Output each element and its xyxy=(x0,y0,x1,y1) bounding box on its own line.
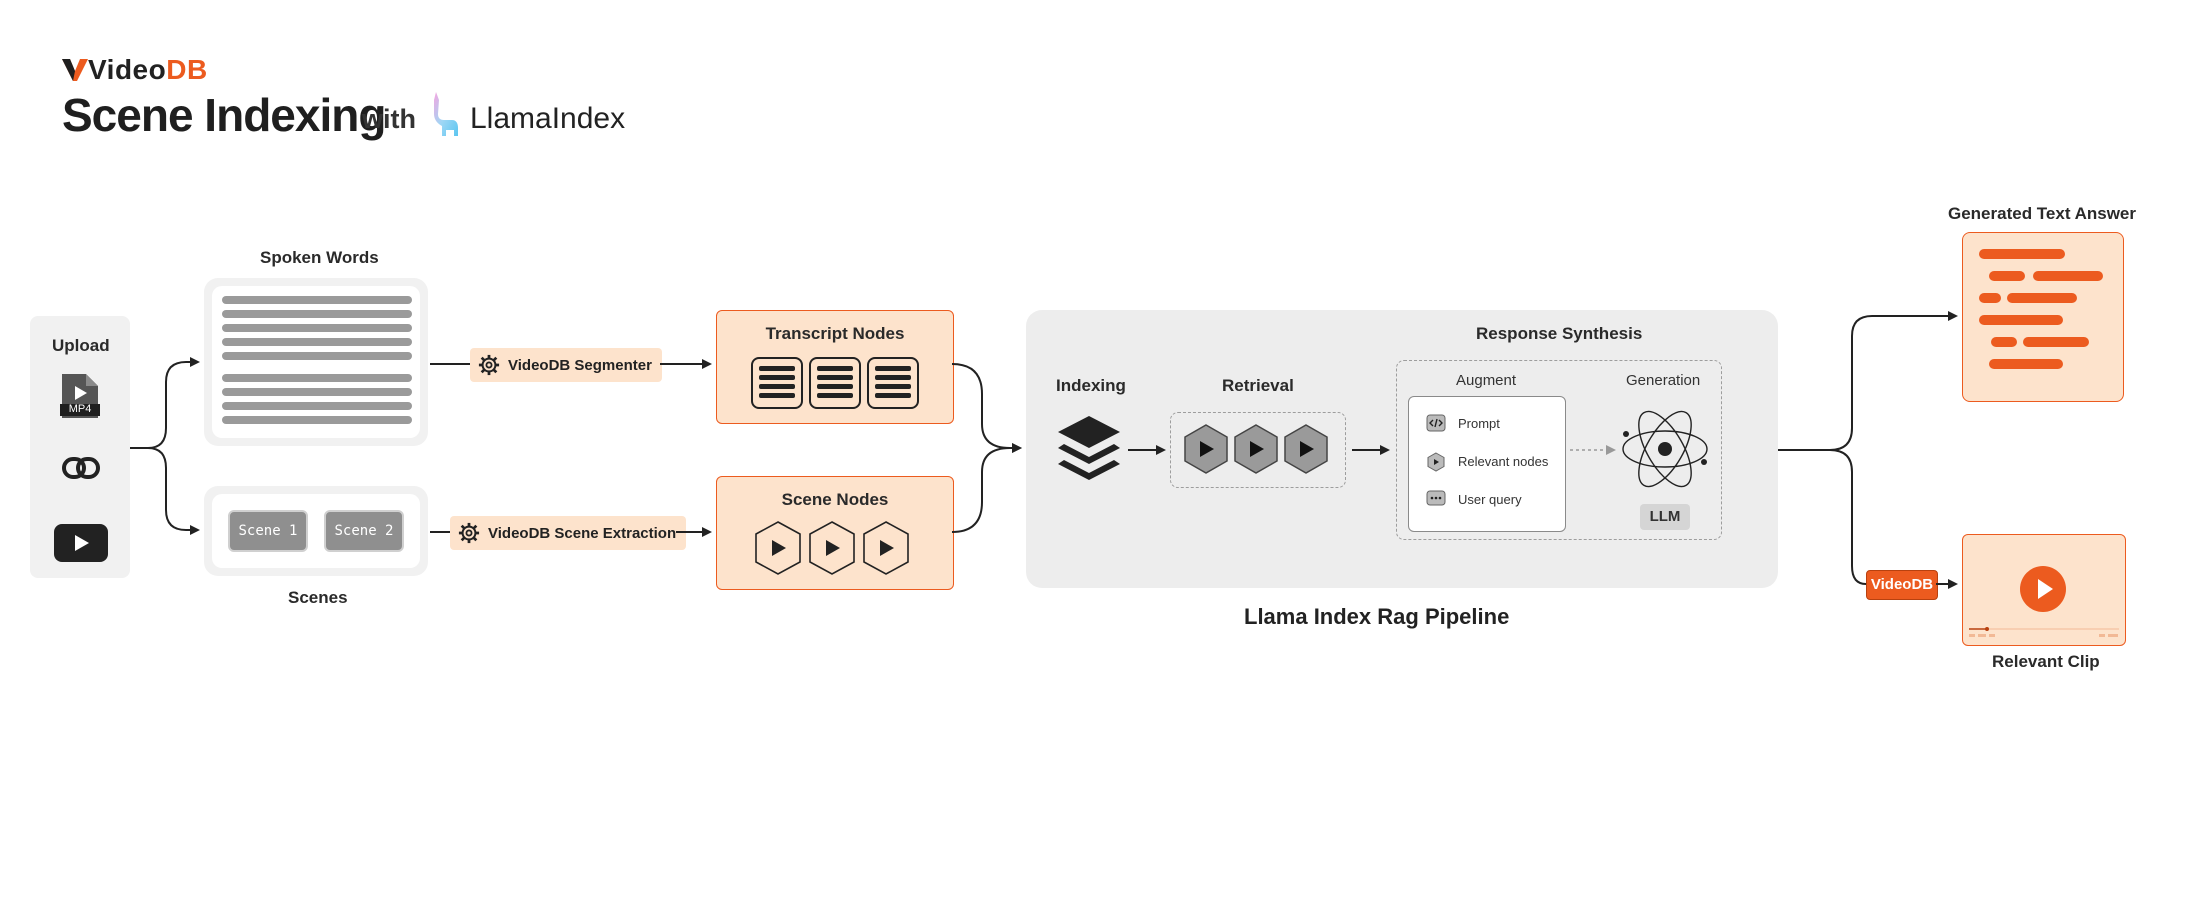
page-title: Scene Indexing xyxy=(62,89,386,141)
augment-item-user-query: User query xyxy=(1458,492,1522,507)
llm-badge: LLM xyxy=(1640,504,1690,530)
retrieved-node-icons xyxy=(1184,424,1328,474)
scene-nodes-box xyxy=(716,476,954,590)
upload-to-scenes-arrow xyxy=(130,447,200,535)
videodb-logo-icon xyxy=(62,59,88,81)
segmenter-label: VideoDB Segmenter xyxy=(508,356,652,374)
augment-item-prompt: Prompt xyxy=(1458,416,1500,431)
retrieved-node-icon xyxy=(1184,424,1228,474)
relevant-clip-card[interactable] xyxy=(1962,534,2126,646)
upload-to-spoken-arrow xyxy=(130,357,200,449)
scene-tile: Scene 1 xyxy=(228,510,308,552)
chat-bubble-icon xyxy=(1426,490,1446,506)
gear-icon xyxy=(458,522,480,544)
title-with: with xyxy=(362,104,416,134)
play-button-icon[interactable] xyxy=(2019,565,2067,613)
transcript-node-icons xyxy=(751,357,919,409)
llamaindex-wordmark: LlamaIndex xyxy=(470,102,626,135)
llama-icon xyxy=(434,92,458,136)
upload-label: Upload xyxy=(52,336,110,355)
retrieval-box xyxy=(1170,412,1346,488)
brand-prefix: Video xyxy=(88,54,167,85)
youtube-icon[interactable] xyxy=(54,524,108,562)
gear-icon xyxy=(478,354,500,376)
pipeline-label: Llama Index Rag Pipeline xyxy=(1244,604,1510,629)
scene-nodes-to-pipeline-arrow xyxy=(951,443,1022,533)
scenes-label: Scenes xyxy=(288,588,348,607)
videodb-logo: VideoDB xyxy=(62,54,208,86)
layers-icon xyxy=(1058,416,1120,480)
scene-node-icon xyxy=(755,521,801,575)
augment-item-relevant-nodes: Relevant nodes xyxy=(1458,454,1549,469)
retrieval-label: Retrieval xyxy=(1222,376,1294,395)
generation-label: Generation xyxy=(1626,372,1701,389)
scene-node-icon xyxy=(809,521,855,575)
augment-label: Augment xyxy=(1456,372,1517,389)
scene-extraction-pill: VideoDB Scene Extraction xyxy=(450,516,687,550)
transcript-document xyxy=(212,286,420,438)
pipeline-to-answer-arrow xyxy=(1778,311,1958,451)
scene-nodes-label: Scene Nodes xyxy=(781,490,889,509)
node-icon xyxy=(1427,452,1445,472)
atom-icon xyxy=(1622,410,1708,488)
retrieved-node-icon xyxy=(1284,424,1328,474)
transcript-to-pipeline-arrow xyxy=(951,363,1022,453)
link-icon[interactable] xyxy=(62,456,100,480)
response-synthesis-label: Response Synthesis xyxy=(1476,324,1643,343)
response-synthesis-box xyxy=(1396,360,1722,540)
scene-extraction-label: VideoDB Scene Extraction xyxy=(488,524,677,542)
transcript-node-icon xyxy=(751,357,803,409)
transcript-node-icon xyxy=(867,357,919,409)
generated-answer-label: Generated Text Answer xyxy=(1948,204,2137,223)
scenes-strip: Scene 1 Scene 2 xyxy=(212,494,420,568)
generated-answer-card xyxy=(1962,232,2124,402)
spoken-words-label: Spoken Words xyxy=(260,248,379,267)
indexing-label: Indexing xyxy=(1056,376,1126,395)
brand-suffix: DB xyxy=(166,54,208,85)
mp4-file-label: MP4 xyxy=(68,403,92,415)
scene-node-icon xyxy=(863,521,909,575)
segmenter-pill: VideoDB Segmenter xyxy=(470,348,662,382)
retrieved-node-icon xyxy=(1234,424,1278,474)
scene-node-icons xyxy=(755,521,909,575)
transcript-node-icon xyxy=(809,357,861,409)
scene-tile: Scene 2 xyxy=(324,510,404,552)
pipeline-to-clip-line xyxy=(1829,449,1867,585)
player-controls xyxy=(1969,627,2119,637)
mp4-file-icon[interactable] xyxy=(58,372,102,420)
code-icon xyxy=(1426,414,1446,432)
transcript-nodes-label: Transcript Nodes xyxy=(765,324,905,343)
relevant-clip-label: Relevant Clip xyxy=(1992,652,2100,671)
